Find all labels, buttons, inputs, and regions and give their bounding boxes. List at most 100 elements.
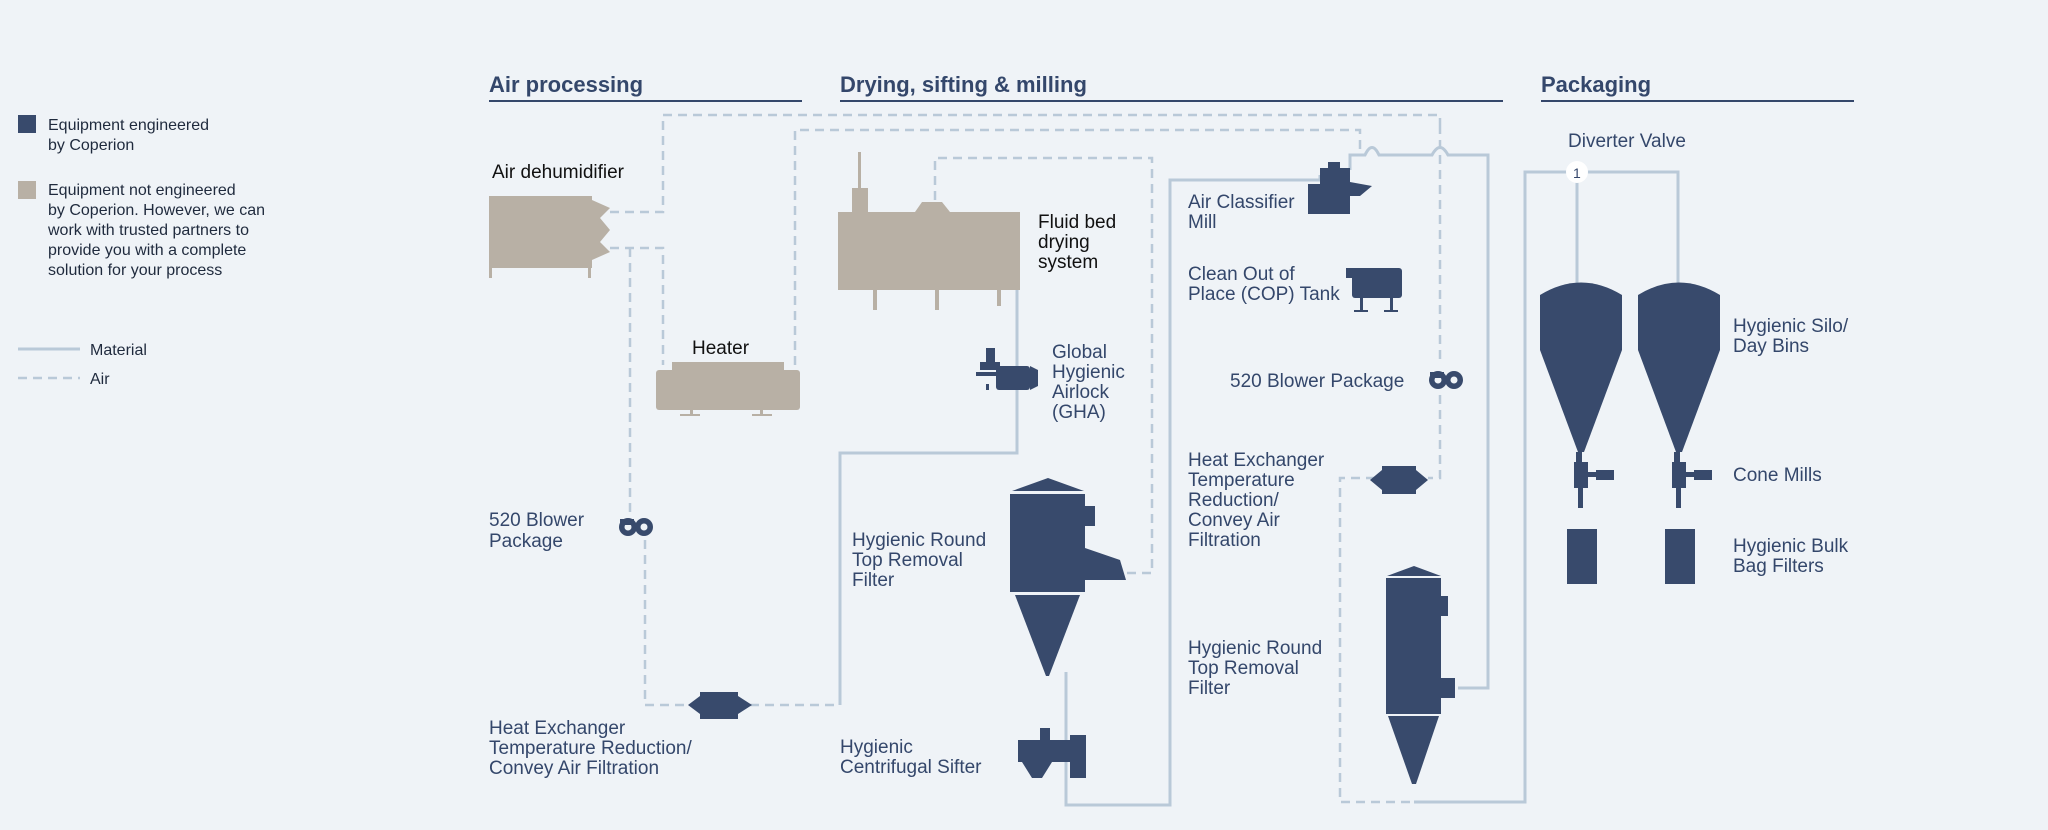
label-cone-mills: Cone Mills — [1733, 465, 1822, 486]
air-line-dehumidifier-heater — [610, 246, 665, 365]
air-line-heater-top — [793, 128, 1362, 365]
gha-foot — [986, 384, 989, 390]
label-blower-left-line1: 520 Blower — [489, 510, 585, 531]
blower-right-inlet — [1430, 372, 1444, 378]
filter-mid-cone — [1015, 595, 1080, 676]
air-lines — [610, 113, 1442, 804]
cone-mill-1 — [1574, 452, 1614, 508]
bulk-bag-2-body — [1665, 529, 1695, 584]
sifter-outlet — [1022, 762, 1052, 778]
label-gha-line3: Airlock — [1052, 382, 1110, 403]
silo-2-body — [1638, 282, 1720, 452]
fluid-bed-stack — [858, 152, 861, 192]
hx-right-cone-out — [1416, 470, 1428, 490]
label-round-filter-mid-line3: Filter — [852, 570, 895, 591]
label-air-dehumidifier: Air dehumidifier — [492, 162, 625, 183]
mill-motor — [1320, 168, 1350, 186]
bulk-bag-filter-2 — [1665, 529, 1695, 584]
filter-mid-inlet — [1085, 548, 1126, 580]
hx-right-body — [1382, 466, 1416, 494]
cone-mill-1-neck — [1576, 452, 1582, 464]
label-hx-right-line3: Reduction/ — [1188, 490, 1280, 511]
label-sifter-line1: Hygienic — [840, 737, 913, 758]
fluid-bed-base — [838, 284, 1020, 290]
legend-engineered-swatch — [18, 115, 36, 133]
legend: Equipment engineered by Coperion Equipme… — [18, 115, 265, 388]
label-hx-left-line2: Temperature Reduction/ — [489, 738, 692, 759]
label-silo-line2: Day Bins — [1733, 336, 1809, 357]
label-heater: Heater — [692, 338, 750, 359]
sifter-inlet — [1040, 728, 1050, 740]
diverter-valve-number: 1 — [1573, 165, 1581, 181]
cop-tank-foot-1 — [1354, 310, 1368, 312]
label-fluid-bed-line2: drying — [1038, 232, 1090, 253]
fluid-bed-hood — [915, 202, 950, 212]
fluid-bed-leg-2 — [935, 288, 939, 310]
fluid-bed-body — [838, 212, 1020, 288]
cop-tank-leg-1 — [1360, 296, 1363, 312]
blower-left — [619, 518, 653, 536]
blower-right-hub-1 — [1434, 376, 1442, 384]
label-air-classifier-line1: Air Classifier — [1188, 192, 1295, 213]
label-hx-right-line1: Heat Exchanger — [1188, 450, 1325, 471]
heater — [656, 362, 800, 416]
silo-2 — [1638, 282, 1720, 452]
section-headers: Air processing Drying, sifting & milling… — [489, 72, 1854, 102]
cop-tank-leg-2 — [1390, 296, 1393, 312]
cone-mill-1-motor — [1596, 470, 1614, 480]
silo-1 — [1540, 282, 1622, 452]
header-air-processing: Air processing — [489, 72, 643, 97]
label-hx-right-line2: Temperature — [1188, 470, 1295, 491]
cop-tank-body — [1352, 268, 1402, 298]
cone-mill-2-neck — [1674, 452, 1680, 464]
label-round-filter-mid-line2: Top Removal — [852, 550, 963, 571]
air-line-hx-right-filter — [1338, 476, 1412, 804]
global-hygienic-airlock — [976, 348, 1038, 390]
heater-foot-2 — [760, 408, 763, 416]
diverter-valve: 1 — [1566, 161, 1588, 183]
legend-not-engineered-line4: provide you with a complete — [48, 242, 246, 259]
blower-left-hub-2 — [640, 523, 648, 531]
fluid-bed-chimney — [852, 188, 868, 216]
heat-exchanger-left — [688, 692, 752, 719]
filter-right-dome — [1387, 566, 1441, 576]
air-line-blower-right-hx — [1428, 395, 1442, 480]
heater-top — [672, 362, 784, 372]
bulk-bag-1-body — [1567, 529, 1597, 584]
filter-mid-dome — [1012, 478, 1084, 491]
hygienic-round-filter-mid — [1010, 478, 1126, 676]
header-drying: Drying, sifting & milling — [840, 72, 1087, 97]
fluid-bed-leg-3 — [997, 288, 1001, 306]
gha-motor — [980, 362, 1000, 370]
blower-left-inlet — [620, 519, 634, 525]
material-line-diverter-silo2 — [1577, 170, 1680, 285]
label-round-filter-right-line3: Filter — [1188, 678, 1231, 699]
label-gha-line1: Global — [1052, 342, 1107, 363]
dehumidifier-body — [489, 196, 592, 268]
heater-base-2 — [752, 414, 772, 416]
gha-shaft — [976, 372, 1000, 376]
air-classifier-mill — [1308, 162, 1372, 214]
heater-foot-1 — [690, 408, 693, 416]
dehumidifier-leg-right — [588, 266, 591, 278]
label-round-filter-right-line2: Top Removal — [1188, 658, 1299, 679]
label-hx-left-line3: Convey Air Filtration — [489, 758, 659, 779]
blower-right — [1429, 371, 1463, 389]
cone-mill-1-shaft — [1588, 472, 1596, 477]
mill-top — [1328, 162, 1340, 170]
bulk-bag-filter-1 — [1567, 529, 1597, 584]
gha-outlet — [1030, 366, 1038, 390]
label-cop-tank-line1: Clean Out of — [1188, 264, 1295, 285]
dehumidifier-outlets — [592, 200, 610, 260]
hygienic-round-filter-right — [1386, 566, 1455, 784]
diverter-valve-marker — [1566, 161, 1588, 183]
cone-mill-2-shaft — [1686, 472, 1694, 477]
legend-material-label: Material — [90, 342, 147, 359]
label-blower-right: 520 Blower Package — [1230, 371, 1404, 392]
hygienic-centrifugal-sifter — [1018, 728, 1086, 778]
filter-mid-nozzle — [1085, 506, 1095, 526]
hx-left-cone-out — [738, 696, 752, 714]
label-silo-line1: Hygienic Silo/ — [1733, 316, 1849, 337]
heater-base-1 — [680, 414, 700, 416]
